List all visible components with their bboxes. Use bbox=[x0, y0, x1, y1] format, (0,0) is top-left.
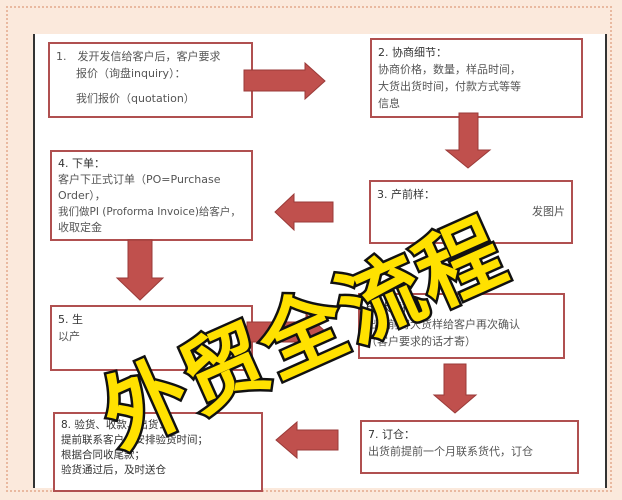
step-4-text: 客户下正式订单（PO=Purchase bbox=[58, 173, 221, 186]
step-4-text: 我们做PI (Proforma Invoice)给客户， bbox=[58, 206, 241, 218]
step-1-title: 1. 发开发信给客户后，客户要求 bbox=[56, 50, 221, 63]
step-2-box: 2. 协商细节： 协商价格，数量，样品时间， 大货出货时间，付款方式等等 信息 bbox=[370, 38, 583, 118]
step-7-title: 7. 订仓： bbox=[368, 428, 415, 441]
step-8-box: 8. 验货、收款、出货： 提前联系客户，安排验货时间； 根据合同收尾款； 验货通… bbox=[53, 412, 263, 492]
step-6-text: 出货前寄大货样给客户再次确认 bbox=[366, 318, 520, 331]
step-3-title: 3. 产前样： bbox=[377, 188, 435, 201]
step-4-text: Order）， bbox=[58, 189, 106, 202]
step-3-box: 3. 产前样： 发图片 bbox=[369, 180, 573, 244]
step-2-text: 信息 bbox=[378, 97, 400, 110]
step-8-text: 验货通过后，及时送仓 bbox=[61, 464, 166, 476]
step-4-title: 4. 下单： bbox=[58, 157, 105, 170]
step-4-text: 收取定金 bbox=[58, 221, 102, 234]
step-4-box: 4. 下单： 客户下正式订单（PO=Purchase Order）， 我们做PI… bbox=[50, 150, 253, 241]
step-6-title: 6. 大货样： bbox=[366, 301, 424, 314]
step-2-text: 协商价格，数量，样品时间， bbox=[378, 63, 521, 76]
step-1-text: 报价（询盘inquiry）： bbox=[76, 67, 186, 80]
step-1-box: 1. 发开发信给客户后，客户要求 报价（询盘inquiry）： 我们报价（quo… bbox=[48, 42, 253, 118]
step-5-box: 5. 生 以产 bbox=[50, 305, 253, 371]
decorative-frame bbox=[6, 6, 612, 492]
step-1-text: 我们报价（quotation） bbox=[76, 92, 195, 105]
step-5-text: 以产 bbox=[58, 330, 80, 343]
step-7-text: 出货前提前一个月联系货代，订仓 bbox=[368, 445, 533, 458]
step-5-title: 5. 生 bbox=[58, 313, 83, 326]
step-8-text: 提前联系客户，安排验货时间； bbox=[61, 434, 208, 446]
step-8-title: 8. 验货、收款、出货： bbox=[61, 419, 169, 431]
step-7-box: 7. 订仓： 出货前提前一个月联系货代，订仓 bbox=[360, 420, 579, 474]
step-8-text: 根据合同收尾款； bbox=[61, 449, 145, 461]
step-2-text: 大货出货时间，付款方式等等 bbox=[378, 80, 521, 93]
step-6-box: 6. 大货样： 出货前寄大货样给客户再次确认 （客户要求的话才寄） bbox=[358, 293, 565, 359]
step-6-text: （客户要求的话才寄） bbox=[366, 335, 476, 348]
step-3-text: 发图片 bbox=[532, 205, 565, 218]
step-2-title: 2. 协商细节： bbox=[378, 46, 447, 59]
